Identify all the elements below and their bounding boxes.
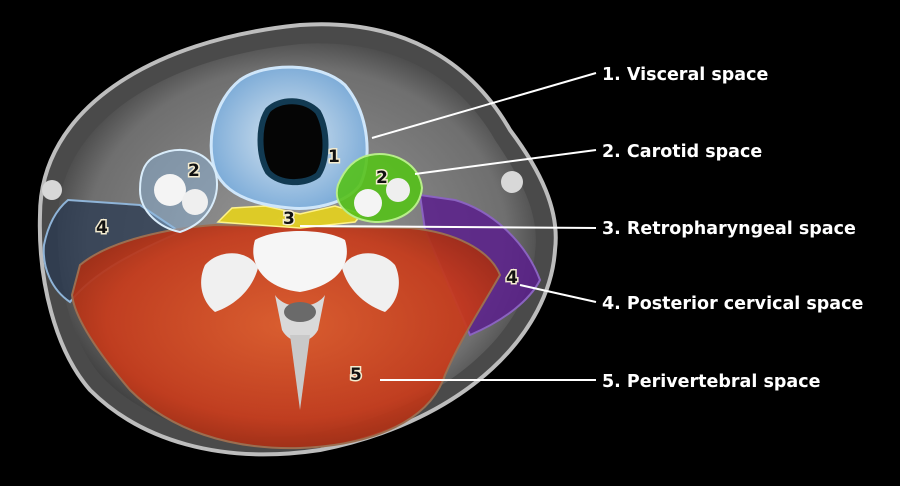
label-region-5: 5 [350, 365, 362, 385]
left-lateral-structure [42, 180, 62, 200]
vertebra [201, 231, 399, 410]
label-region-3: 3 [283, 209, 295, 229]
label-region-4-right: 4 [506, 268, 518, 288]
leader-line-4 [519, 284, 597, 303]
legend-item-1: 1. Visceral space [602, 65, 768, 85]
leader-line-3 [299, 225, 597, 229]
airway [257, 98, 329, 186]
leader-line-1 [371, 72, 597, 139]
leader-line-2 [414, 149, 597, 175]
label-region-4-left: 4 [96, 218, 108, 238]
legend-item-2: 2. Carotid space [602, 142, 762, 162]
left-vessel-2 [182, 189, 208, 215]
right-vessel-2 [386, 178, 410, 202]
legend-item-3: 3. Retropharyngeal space [602, 219, 856, 239]
legend-item-5: 5. Perivertebral space [602, 372, 821, 392]
right-lateral-structure [501, 171, 523, 193]
left-vessel-1 [154, 174, 186, 206]
legend-item-4: 4. Posterior cervical space [602, 294, 863, 314]
right-vessel-1 [354, 189, 382, 217]
label-region-1: 1 [328, 147, 340, 167]
label-region-2-left: 2 [188, 161, 200, 181]
label-region-2-right: 2 [376, 168, 388, 188]
